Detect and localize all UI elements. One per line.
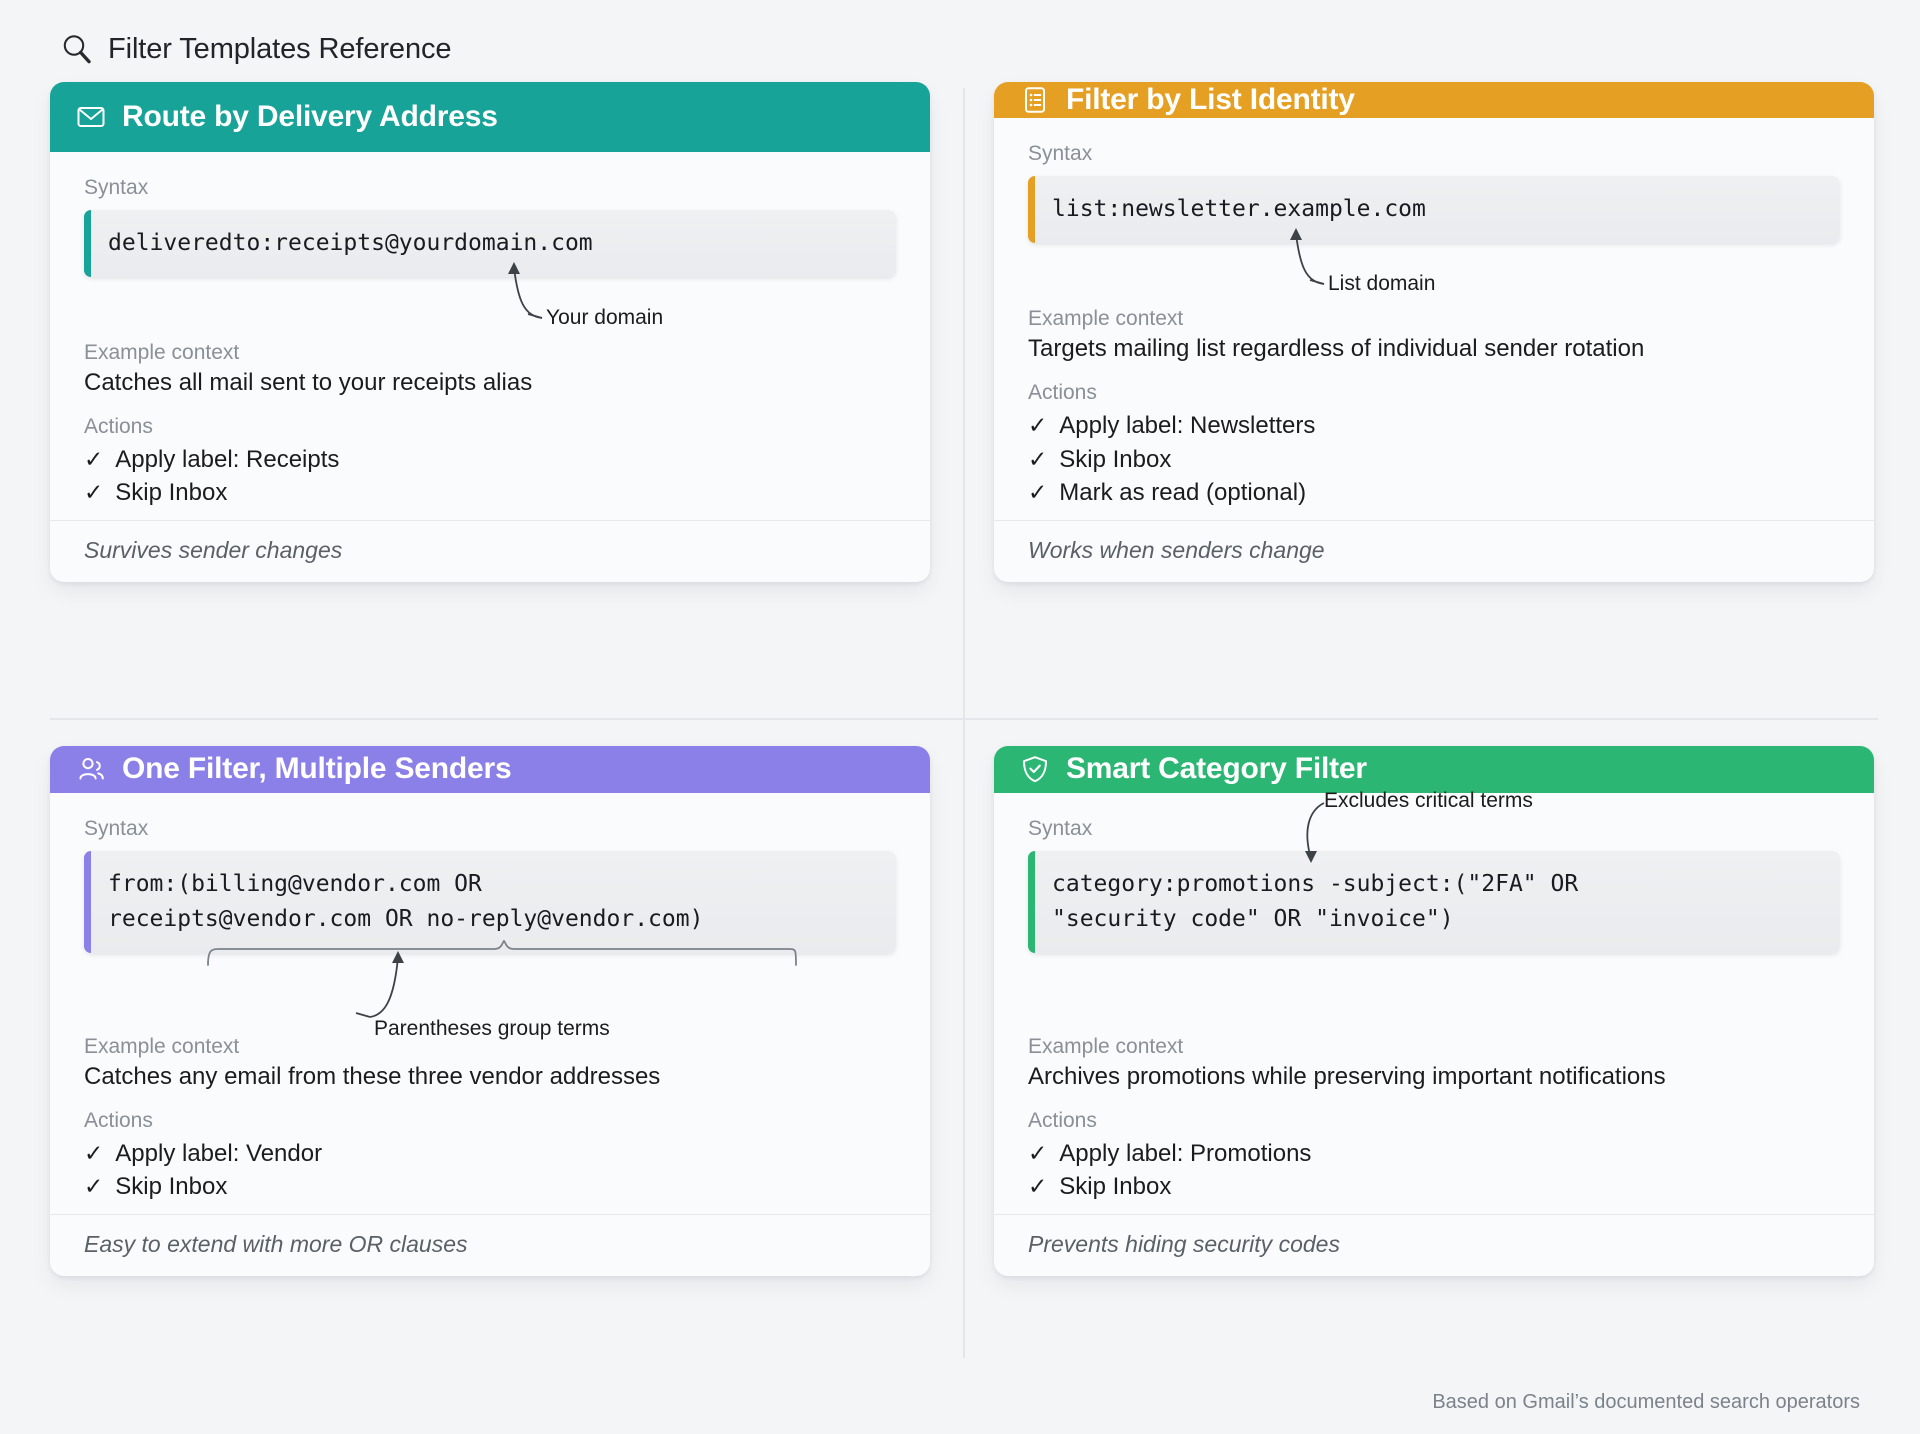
card-header: One Filter, Multiple Senders [50,746,930,793]
source-footnote: Based on Gmail’s documented search opera… [1432,1391,1860,1413]
example-context-label: Example context [84,340,240,364]
card-filter-by-list-identity[interactable]: Filter by List Identity Syntax list:news… [994,82,1874,582]
annotation-label: Your domain [546,305,664,329]
search-icon [60,32,94,66]
actions-label: Actions [84,414,153,438]
envelope-icon [76,102,106,132]
syntax-label: Syntax [1028,142,1093,166]
check-icon: ✓ [1028,445,1048,472]
list-document-icon [1020,85,1050,115]
card-route-by-delivery-address[interactable]: Route by Delivery Address Syntax deliver… [50,82,930,582]
example-context-text: Catches any email from these three vendo… [84,1062,661,1090]
check-icon: ✓ [84,445,104,472]
annotation-label: List domain [1328,272,1436,296]
card-body: Syntax category:promotions -subject:("2F… [994,789,1874,1214]
check-icon: ✓ [84,1139,104,1166]
actions-label: Actions [1028,1108,1097,1132]
action-label: Skip Inbox [115,1173,228,1201]
example-context-text: Catches all mail sent to your receipts a… [84,368,533,396]
actions-label: Actions [84,1108,153,1132]
cards-grid: Route by Delivery Address Syntax deliver… [50,82,1878,1372]
action-label: Apply label: Vendor [115,1139,323,1167]
syntax-block-wrap: from:(billing@vendor.com OR receipts@ven… [84,850,896,1040]
action-label: Skip Inbox [1059,1173,1172,1201]
action-item: ✓ Apply label: Receipts [84,443,896,477]
actions-list: ✓ Apply label: Newsletters ✓ Skip Inbox … [1028,409,1840,510]
syntax-code[interactable]: category:promotions -subject:("2FA" OR "… [1028,850,1840,953]
check-icon: ✓ [1028,1139,1048,1166]
syntax-code[interactable]: deliveredto:receipts@yourdomain.com [84,209,896,277]
example-context-text: Targets mailing list regardless of indiv… [1028,335,1645,363]
syntax-block-wrap: category:promotions -subject:("2FA" OR "… [1028,789,1840,953]
syntax-label: Syntax [84,175,149,199]
card-footer-note: Survives sender changes [50,520,930,582]
action-label: Apply label: Promotions [1059,1139,1312,1167]
card-header: Smart Category Filter [994,746,1874,793]
action-label: Skip Inbox [115,479,228,507]
grid-cell-3: One Filter, Multiple Senders Syntax from… [50,746,934,1372]
action-item: ✓ Apply label: Promotions [1028,1137,1840,1171]
grid-divider-horizontal [50,718,1878,720]
card-title: One Filter, Multiple Senders [122,752,512,786]
shield-check-icon [1020,754,1050,784]
card-footer-note: Works when senders change [994,520,1874,582]
check-icon: ✓ [84,1173,104,1200]
page-header: Filter Templates Reference [60,32,452,66]
page-title: Filter Templates Reference [108,32,452,65]
action-item: ✓ Apply label: Vendor [84,1137,896,1171]
actions-list: ✓ Apply label: Vendor ✓ Skip Inbox [84,1137,896,1204]
card-body: Syntax deliveredto:receipts@yourdomain.c… [50,152,930,520]
card-title: Filter by List Identity [1066,83,1355,117]
syntax-code[interactable]: from:(billing@vendor.com OR receipts@ven… [84,850,896,953]
actions-list: ✓ Apply label: Receipts ✓ Skip Inbox [84,443,896,510]
card-smart-category-filter[interactable]: Smart Category Filter Syntax category:pr… [994,746,1874,1276]
card-header: Filter by List Identity [994,82,1874,119]
check-icon: ✓ [1028,412,1048,439]
card-title: Smart Category Filter [1066,752,1367,786]
grid-cell-4: Smart Category Filter Syntax category:pr… [994,746,1878,1372]
check-icon: ✓ [84,479,104,506]
syntax-code[interactable]: list:newsletter.example.com [1028,176,1840,244]
example-context-label: Example context [1028,307,1184,331]
action-item: ✓ Skip Inbox [84,476,896,510]
card-footer-note: Easy to extend with more OR clauses [50,1214,930,1276]
card-title: Route by Delivery Address [122,99,498,133]
action-item: ✓ Skip Inbox [1028,443,1840,477]
card-footer-note: Prevents hiding security codes [994,1214,1874,1276]
card-header: Route by Delivery Address [50,82,930,152]
syntax-label: Syntax [1028,816,1093,840]
action-item: ✓ Skip Inbox [1028,1170,1840,1204]
grid-cell-1: Route by Delivery Address Syntax deliver… [50,82,934,708]
action-label: Skip Inbox [1059,445,1172,473]
action-item: ✓ Skip Inbox [84,1170,896,1204]
example-context-label: Example context [1028,1034,1184,1058]
annotation-label: Excludes critical terms [1324,788,1533,812]
action-label: Apply label: Newsletters [1059,412,1316,440]
actions-list: ✓ Apply label: Promotions ✓ Skip Inbox [1028,1137,1840,1204]
action-item: ✓ Apply label: Newsletters [1028,409,1840,443]
card-one-filter-multiple-senders[interactable]: One Filter, Multiple Senders Syntax from… [50,746,930,1276]
action-label: Apply label: Receipts [115,445,340,473]
check-icon: ✓ [1028,1173,1048,1200]
actions-label: Actions [1028,381,1097,405]
syntax-label: Syntax [84,816,149,840]
example-context-label: Example context [84,1034,240,1058]
action-item: ✓ Mark as read (optional) [1028,476,1840,510]
example-context-text: Archives promotions while preserving imp… [1028,1062,1666,1090]
syntax-block-wrap: list:newsletter.example.com List domain [1028,176,1840,295]
grid-cell-2: Filter by List Identity Syntax list:news… [994,82,1878,708]
check-icon: ✓ [1028,479,1048,506]
card-body: Syntax from:(billing@vendor.com OR recei… [50,793,930,1214]
action-label: Mark as read (optional) [1059,479,1307,507]
grid-divider-vertical [963,88,965,1358]
annotation-label: Parentheses group terms [374,1016,610,1040]
syntax-block-wrap: deliveredto:receipts@yourdomain.com Your… [84,209,896,329]
card-body: Syntax list:newsletter.example.com List … [994,118,1874,520]
people-icon [76,754,106,784]
